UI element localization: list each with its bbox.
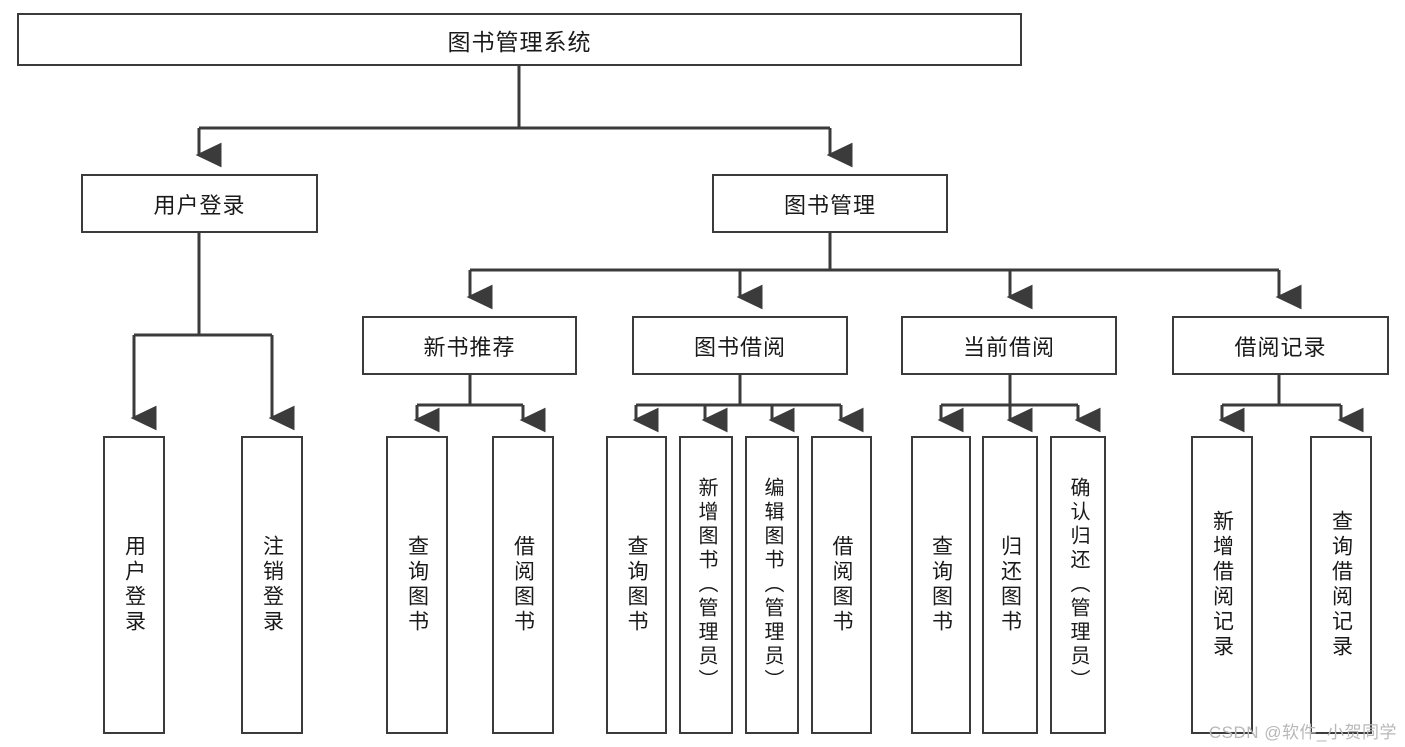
- node-label: 新增借阅记录: [1210, 510, 1234, 660]
- node-label: 注销登录: [260, 535, 284, 635]
- node-book-management[interactable]: 图书管理: [712, 174, 948, 233]
- leaf-record-query-record[interactable]: 查询借阅记录: [1310, 436, 1372, 734]
- leaf-borrow-query-book[interactable]: 查询图书: [606, 436, 667, 734]
- node-label: 查询图书: [625, 535, 648, 635]
- node-label: 归还图书: [998, 535, 1022, 635]
- node-label: 查询借阅记录: [1329, 510, 1353, 660]
- leaf-recommend-query-book[interactable]: 查询图书: [386, 436, 448, 734]
- node-label: 当前借阅: [962, 334, 1055, 360]
- node-label: 查询图书: [405, 535, 429, 635]
- watermark: CSDN @软件_小贺同学: [1208, 723, 1397, 742]
- leaf-user-login-login[interactable]: 用户登录: [103, 436, 165, 734]
- leaf-record-add-record[interactable]: 新增借阅记录: [1191, 436, 1253, 734]
- leaf-user-login-logout[interactable]: 注销登录: [241, 436, 303, 734]
- leaf-recommend-borrow-book[interactable]: 借阅图书: [492, 436, 554, 734]
- node-new-book-recommend[interactable]: 新书推荐: [362, 316, 577, 375]
- leaf-borrow-add-book-admin[interactable]: 新增图书（管理员）: [679, 436, 733, 734]
- node-root-system[interactable]: 图书管理系统: [17, 13, 1022, 66]
- node-label: 查询图书: [929, 535, 953, 635]
- node-label: 借阅图书: [830, 535, 853, 635]
- node-current-borrow[interactable]: 当前借阅: [901, 316, 1117, 375]
- node-label: 新书推荐: [423, 334, 516, 360]
- node-book-borrow[interactable]: 图书借阅: [632, 316, 848, 375]
- node-label: 借阅记录: [1234, 334, 1327, 360]
- leaf-current-confirm-return-admin[interactable]: 确认归还（管理员）: [1050, 436, 1106, 734]
- node-label: 用户登录: [153, 192, 246, 218]
- leaf-borrow-borrow-book[interactable]: 借阅图书: [811, 436, 872, 734]
- node-user-login[interactable]: 用户登录: [81, 174, 318, 233]
- node-label: 借阅图书: [511, 535, 535, 635]
- node-label: 用户登录: [122, 535, 146, 635]
- node-label: 新增图书（管理员）: [695, 477, 717, 693]
- node-label: 图书管理系统: [447, 28, 592, 55]
- node-label: 编辑图书（管理员）: [761, 477, 783, 693]
- leaf-borrow-edit-book-admin[interactable]: 编辑图书（管理员）: [745, 436, 799, 734]
- node-label: 确认归还（管理员）: [1067, 477, 1089, 693]
- node-label: 图书管理: [783, 192, 876, 218]
- leaf-current-query-book[interactable]: 查询图书: [911, 436, 971, 734]
- node-label: 图书借阅: [693, 334, 786, 360]
- node-borrow-record[interactable]: 借阅记录: [1172, 316, 1389, 375]
- leaf-current-return-book[interactable]: 归还图书: [982, 436, 1038, 734]
